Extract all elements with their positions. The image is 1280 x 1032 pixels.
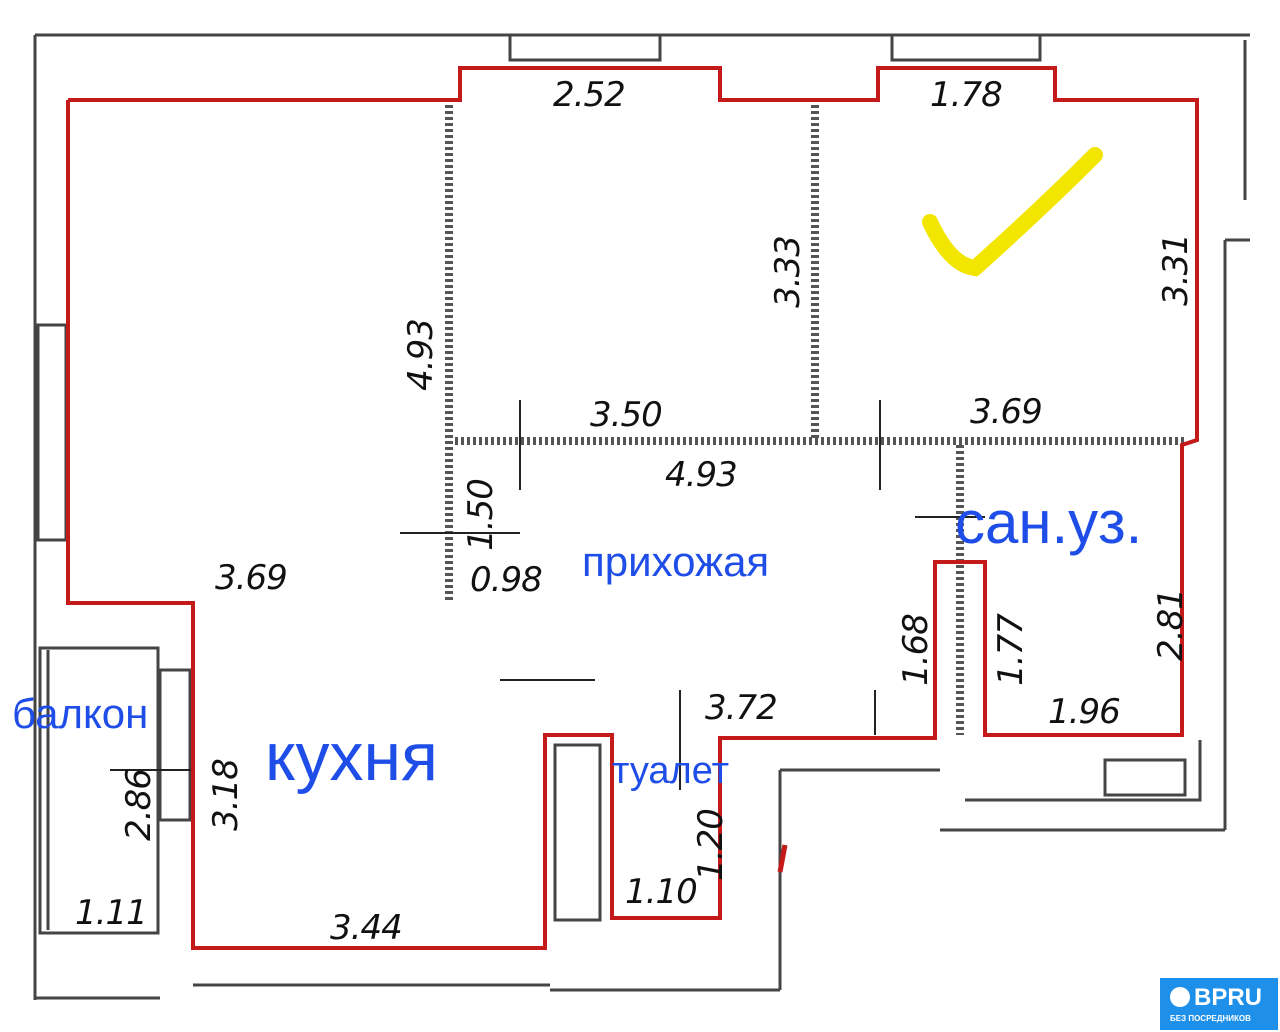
dim-hall-top: 4.93 xyxy=(665,455,738,495)
dim-living-bottom: 3.69 xyxy=(215,558,288,598)
partitions xyxy=(445,105,1185,735)
walls xyxy=(33,33,1250,1000)
dim-living-height: 4.93 xyxy=(400,319,441,391)
dim-room1-top: 2.52 xyxy=(553,75,626,115)
dim-hall-bottom: 3.72 xyxy=(705,688,778,728)
dim-kitchen-height: 3.18 xyxy=(205,759,246,831)
dim-bath-height2: 2.81 xyxy=(1150,589,1191,661)
room-label-hall: прихожая xyxy=(582,538,770,585)
checkmark-icon xyxy=(922,147,1103,277)
dim-room1-bottom: 3.50 xyxy=(590,395,663,435)
room-label-balcony: балкон xyxy=(12,690,149,737)
dim-balcony-height: 2.86 xyxy=(118,769,159,841)
room-label-bathroom: сан.уз. xyxy=(955,489,1143,556)
dim-kitchen-width: 3.44 xyxy=(330,908,403,948)
dim-room2-height: 3.31 xyxy=(1155,234,1196,306)
dim-hall-right: 1.68 xyxy=(895,614,936,686)
bpru-logo: BPRU БЕЗ ПОСРЕДНИКОВ xyxy=(1160,978,1278,1030)
dim-room1-height: 3.33 xyxy=(767,236,808,308)
logo-name: BPRU xyxy=(1194,984,1263,1011)
logo-people-icon xyxy=(1170,987,1190,1007)
dim-bath-width: 1.96 xyxy=(1048,692,1121,732)
room-label-toilet: туалет xyxy=(612,750,729,792)
dim-balcony-width: 1.11 xyxy=(75,893,148,933)
dim-room2-top: 1.78 xyxy=(930,75,1003,115)
dim-hall-side: 1.50 xyxy=(460,479,501,551)
dim-room2-bottom: 3.69 xyxy=(970,392,1043,432)
logo-tagline: БЕЗ ПОСРЕДНИКОВ xyxy=(1170,1014,1251,1023)
dim-bath-height: 1.77 xyxy=(990,614,1031,686)
dim-toilet-width: 1.10 xyxy=(625,872,698,912)
dimension-ticks xyxy=(110,400,985,790)
dim-hall-small: 0.98 xyxy=(470,560,543,600)
room-outline xyxy=(66,66,1199,950)
dim-toilet-height: 1.20 xyxy=(690,809,731,881)
room-label-kitchen: кухня xyxy=(265,719,438,795)
